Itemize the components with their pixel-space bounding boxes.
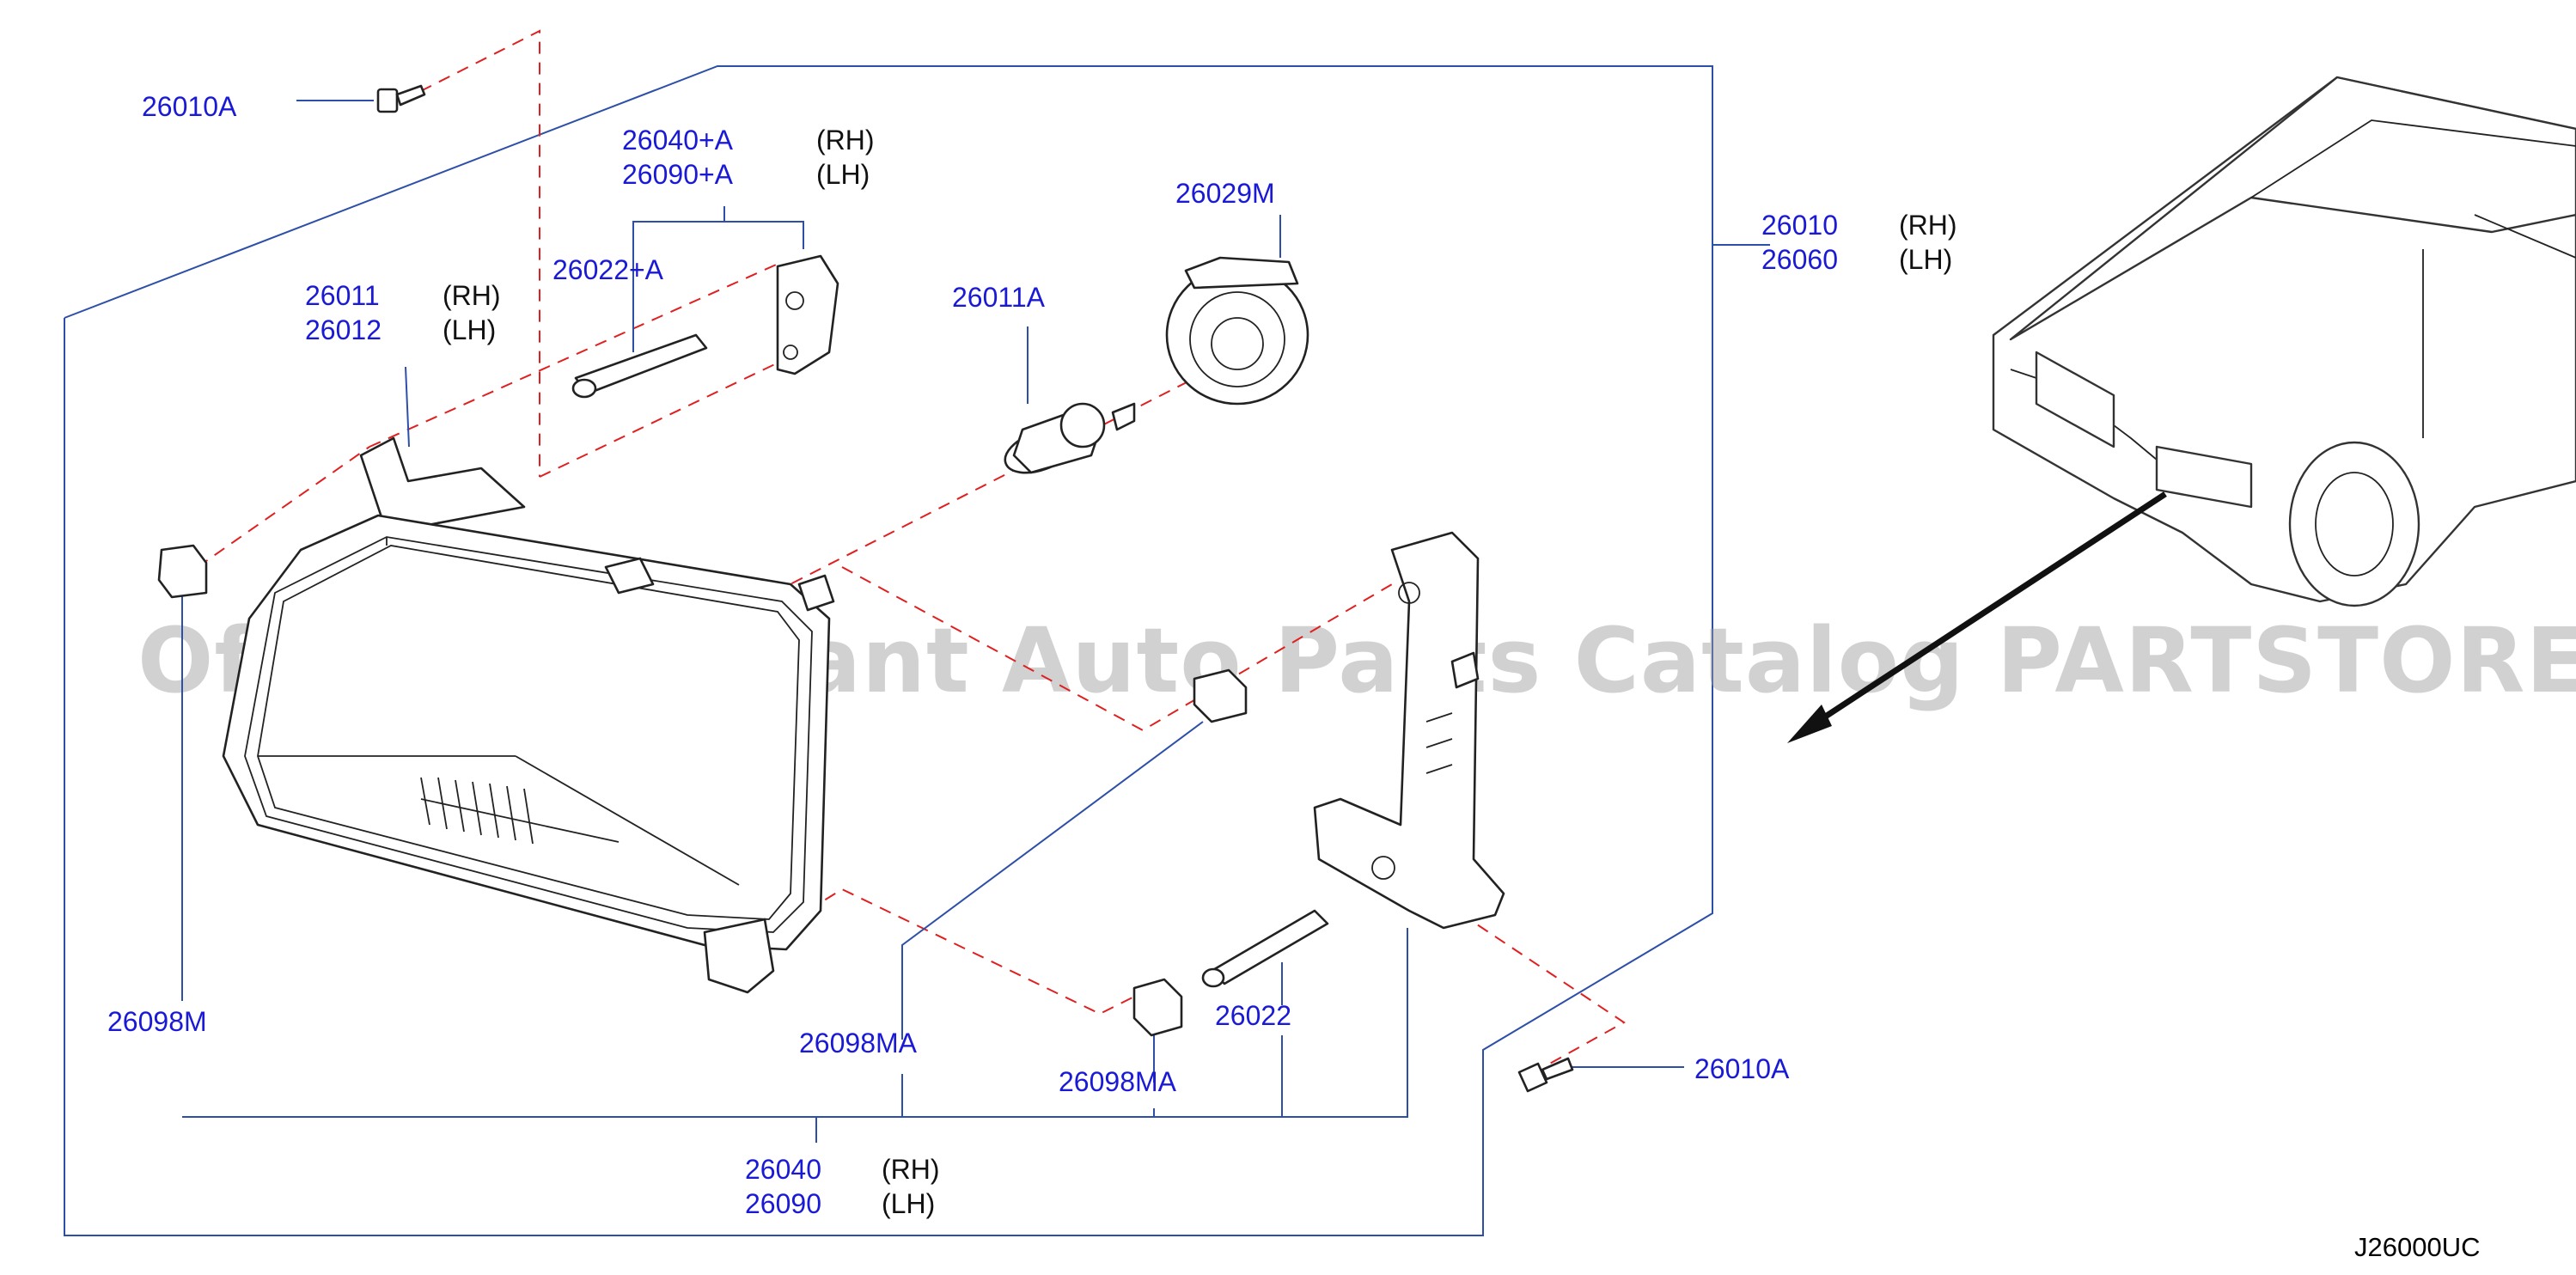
label-socket-lh-side: (LH): [816, 159, 870, 190]
vehicle-illustration: [1992, 76, 2576, 607]
label-housing-rh: 26011: [305, 280, 380, 311]
label-housing-rh-side: (RH): [443, 280, 501, 311]
clip-mid-icon: [1193, 668, 1248, 723]
adjust-screw-icon: [1201, 909, 1329, 988]
bulb-icon: [1004, 402, 1136, 474]
dashed-guides: [197, 29, 1626, 1066]
label-housing-lh-side: (LH): [443, 314, 496, 345]
label-lamp-unit-lh-side: (LH): [882, 1188, 935, 1219]
label-clip-bottom: 26098MA: [1059, 1066, 1177, 1097]
label-lamp-unit-lh: 26090: [745, 1188, 821, 1219]
bolt-top-icon: [376, 84, 426, 113]
retainer-ring-icon: [1165, 256, 1309, 406]
screw-pin-icon: [571, 333, 708, 399]
label-bolt-top: 26010A: [142, 91, 237, 122]
bolt-bottom-icon: [1517, 1057, 1574, 1093]
label-socket-rh-side: (RH): [816, 125, 875, 156]
label-headlamp-rh-side: (RH): [1899, 210, 1957, 241]
label-screw-pin: 26022+A: [552, 254, 664, 285]
label-bulb: 26011A: [952, 282, 1046, 313]
socket-bracket-icon: [776, 254, 839, 375]
headlamp-housing-icon: [222, 436, 835, 994]
label-retainer-ring: 26029M: [1175, 178, 1275, 209]
diagram-code: J26000UC: [2354, 1232, 2480, 1262]
mounting-bracket-icon: [1313, 531, 1505, 930]
label-housing-lh: 26012: [305, 314, 382, 345]
label-lamp-unit-rh-side: (RH): [882, 1154, 940, 1185]
label-clip-mid: 26098MA: [799, 1028, 918, 1058]
clip-bottom-icon: [1132, 978, 1183, 1037]
leader-lines: [181, 100, 1770, 1143]
label-socket-rh: 26040+A: [622, 125, 734, 156]
direction-arrow-icon: [1787, 491, 2167, 743]
label-headlamp-rh: 26010: [1761, 210, 1838, 241]
clip-left-icon: [157, 544, 208, 599]
label-bolt-bottom: 26010A: [1694, 1053, 1790, 1084]
label-socket-lh: 26090+A: [622, 159, 734, 190]
label-clip-left: 26098M: [107, 1006, 207, 1037]
label-lamp-unit-rh: 26040: [745, 1154, 821, 1185]
label-headlamp-lh-side: (LH): [1899, 244, 1952, 275]
label-headlamp-lh: 26060: [1761, 244, 1838, 275]
assembly-frame: [64, 65, 1713, 1236]
label-adjust-screw: 26022: [1215, 1000, 1291, 1031]
lamp-ribs-icon: [420, 777, 534, 845]
